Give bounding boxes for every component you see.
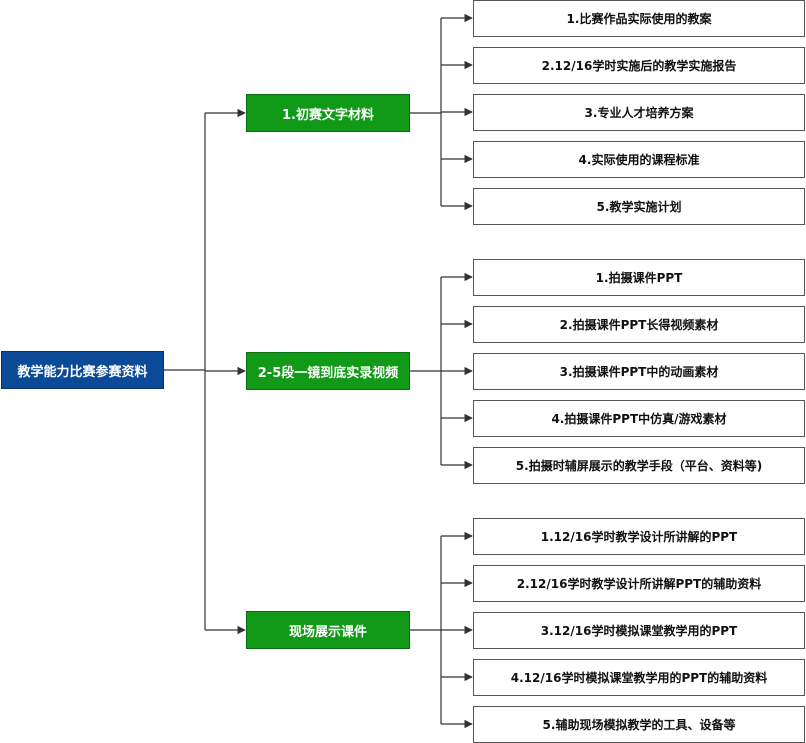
root-label: 教学能力比赛参赛资料 [17,364,148,380]
leaf-label: 1.12/16学时教学设计所讲解的PPT [540,530,738,544]
leaf-label: 3.12/16学时模拟课堂教学用的PPT [540,624,738,638]
leaf-item[interactable]: 4.实际使用的课程标准 [473,141,805,178]
leaf-item[interactable]: 2.12/16学时实施后的教学实施报告 [473,47,805,84]
leaf-item[interactable]: 5.拍摄时辅屏展示的教学手段（平台、资料等) [473,447,805,484]
leaf-item[interactable]: 5.辅助现场模拟教学的工具、设备等 [473,706,805,743]
leaf-item[interactable]: 5.教学实施计划 [473,188,805,225]
leaf-item[interactable]: 1.比赛作品实际使用的教案 [473,0,805,37]
branch-label: 现场展示课件 [288,624,367,640]
leaf-item[interactable]: 2.12/16学时教学设计所讲解PPT的辅助资料 [473,565,805,602]
leaf-label: 4.拍摄课件PPT中仿真/游戏素材 [551,412,727,426]
branch-node-video-recording[interactable]: 2-5段一镜到底实录视频 [246,352,410,390]
leaf-label: 1.比赛作品实际使用的教案 [566,12,712,26]
leaf-item[interactable]: 4.拍摄课件PPT中仿真/游戏素材 [473,400,805,437]
leaf-item[interactable]: 3.12/16学时模拟课堂教学用的PPT [473,612,805,649]
leaf-label: 5.教学实施计划 [596,200,682,214]
leaf-label: 1.拍摄课件PPT [595,271,683,285]
leaf-item[interactable]: 3.专业人才培养方案 [473,94,805,131]
root-node[interactable]: 教学能力比赛参赛资料 [1,351,164,389]
branch-label: 2-5段一镜到底实录视频 [257,365,399,381]
leaf-label: 2.12/16学时教学设计所讲解PPT的辅助资料 [516,577,762,591]
leaf-label: 3.专业人才培养方案 [584,106,694,120]
branch-label: 1.初赛文字材料 [282,107,374,123]
leaf-label: 2.12/16学时实施后的教学实施报告 [541,59,737,73]
branch-node-written-materials[interactable]: 1.初赛文字材料 [246,94,410,132]
leaf-item[interactable]: 3.拍摄课件PPT中的动画素材 [473,353,805,390]
leaf-item[interactable]: 2.拍摄课件PPT长得视频素材 [473,306,805,343]
leaf-label: 5.辅助现场模拟教学的工具、设备等 [542,718,736,732]
leaf-label: 2.拍摄课件PPT长得视频素材 [559,318,719,332]
leaf-item[interactable]: 4.12/16学时模拟课堂教学用的PPT的辅助资料 [473,659,805,696]
branch-node-live-courseware[interactable]: 现场展示课件 [246,611,410,649]
leaf-label: 4.12/16学时模拟课堂教学用的PPT的辅助资料 [510,671,768,685]
leaf-label: 3.拍摄课件PPT中的动画素材 [559,365,719,379]
leaf-label: 5.拍摄时辅屏展示的教学手段（平台、资料等) [515,459,763,473]
leaf-item[interactable]: 1.拍摄课件PPT [473,259,805,296]
leaf-label: 4.实际使用的课程标准 [578,153,700,167]
leaf-item[interactable]: 1.12/16学时教学设计所讲解的PPT [473,518,805,555]
